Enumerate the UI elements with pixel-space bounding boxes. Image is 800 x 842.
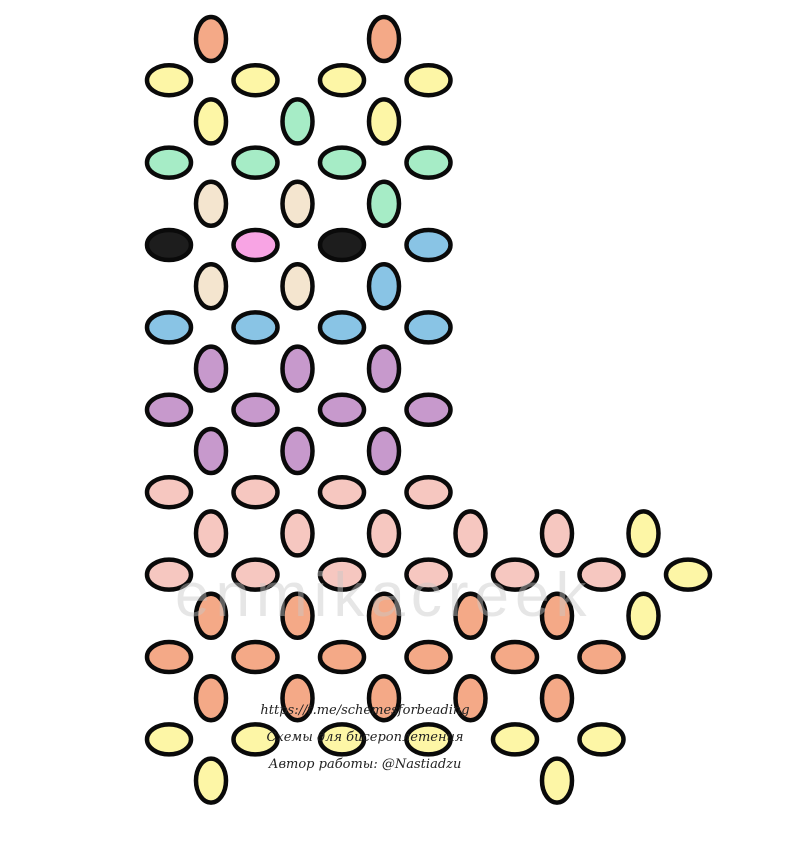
bead-vertical-purple [280, 344, 315, 393]
bead-horizontal-purple [404, 392, 453, 428]
bead-vertical-peach [193, 591, 229, 641]
bead-vertical-peach [280, 673, 315, 723]
bead-horizontal-purple [144, 392, 194, 428]
bead-horizontal-yellow [144, 722, 194, 757]
bead-horizontal-salmon [317, 474, 367, 510]
bead-horizontal-peach [231, 639, 280, 675]
bead-vertical-yellow [193, 97, 229, 146]
bead-vertical-peach [280, 591, 315, 641]
bead-horizontal-mint [231, 145, 280, 180]
bead-vertical-purple [193, 426, 229, 476]
bead-vertical-beige [280, 179, 315, 229]
bead-horizontal-blue [144, 310, 194, 345]
bead-vertical-mint [366, 179, 402, 229]
bead-vertical-purple [280, 426, 315, 476]
bead-vertical-beige [193, 179, 229, 229]
bead-horizontal-blue [317, 310, 367, 345]
bead-horizontal-mint [404, 145, 453, 180]
bead-vertical-peach [453, 591, 488, 641]
bead-vertical-peach [366, 14, 402, 64]
credit-subtitle: Схемы для бисероплетения [266, 730, 464, 745]
bead-horizontal-salmon [231, 474, 280, 510]
bead-vertical-salmon [280, 509, 315, 558]
bead-horizontal-salmon [144, 474, 194, 510]
bead-vertical-peach [366, 673, 402, 723]
bead-horizontal-salmon [404, 557, 453, 592]
bead-horizontal-yellow [663, 557, 713, 592]
bead-vertical-salmon [193, 509, 229, 558]
bead-vertical-beige [280, 261, 315, 311]
bead-vertical-salmon [366, 509, 402, 558]
bead-horizontal-peach [144, 639, 194, 675]
bead-horizontal-blue [404, 227, 453, 263]
bead-vertical-yellow [626, 509, 661, 558]
bead-horizontal-salmon [490, 557, 540, 592]
bead-horizontal-blue [231, 310, 280, 345]
bead-vertical-peach [366, 591, 402, 641]
bead-vertical-blue [366, 261, 402, 311]
bead-horizontal-peach [404, 639, 453, 675]
bead-vertical-mint [280, 97, 315, 146]
bead-vertical-peach [539, 673, 575, 723]
bead-horizontal-salmon [317, 557, 367, 592]
bead-vertical-yellow [539, 756, 575, 805]
bead-horizontal-pink [231, 227, 280, 263]
credit-author: Автор работы: @Nastiadzu [268, 757, 462, 772]
bead-horizontal-salmon [231, 557, 280, 592]
bead-horizontal-salmon [144, 557, 194, 592]
bead-horizontal-yellow [404, 722, 453, 757]
bead-vertical-purple [366, 344, 402, 393]
bead-vertical-peach [539, 591, 575, 641]
bead-horizontal-black [317, 227, 367, 263]
bead-horizontal-yellow [577, 722, 626, 757]
bead-horizontal-yellow [144, 62, 194, 98]
bead-horizontal-purple [317, 392, 367, 428]
bead-horizontal-yellow [490, 722, 540, 757]
bead-vertical-peach [193, 14, 229, 64]
credit-link: https://t.me/schemesforbeading [260, 703, 470, 718]
bead-horizontal-peach [490, 639, 540, 675]
watermark: enmikacreek [175, 561, 593, 630]
bead-horizontal-black [144, 227, 194, 263]
bead-horizontal-salmon [577, 557, 626, 592]
bead-horizontal-salmon [404, 474, 453, 510]
bead-vertical-yellow [366, 97, 402, 146]
bead-vertical-yellow [626, 591, 661, 641]
bead-horizontal-yellow [404, 62, 453, 98]
bead-vertical-peach [193, 673, 229, 723]
bead-vertical-salmon [539, 509, 575, 558]
bead-horizontal-blue [404, 310, 453, 345]
bead-vertical-purple [193, 344, 229, 393]
bead-horizontal-yellow [317, 722, 367, 757]
bead-horizontal-mint [144, 145, 194, 180]
bead-horizontal-peach [317, 639, 367, 675]
bead-vertical-salmon [453, 509, 488, 558]
bead-horizontal-yellow [231, 722, 280, 757]
bead-horizontal-purple [231, 392, 280, 428]
bead-horizontal-peach [577, 639, 626, 675]
bead-vertical-beige [193, 261, 229, 311]
bead-horizontal-yellow [317, 62, 367, 98]
bead-horizontal-mint [317, 145, 367, 180]
bead-vertical-peach [453, 673, 488, 723]
bead-horizontal-yellow [231, 62, 280, 98]
bead-vertical-yellow [193, 756, 229, 805]
bead-vertical-purple [366, 426, 402, 476]
